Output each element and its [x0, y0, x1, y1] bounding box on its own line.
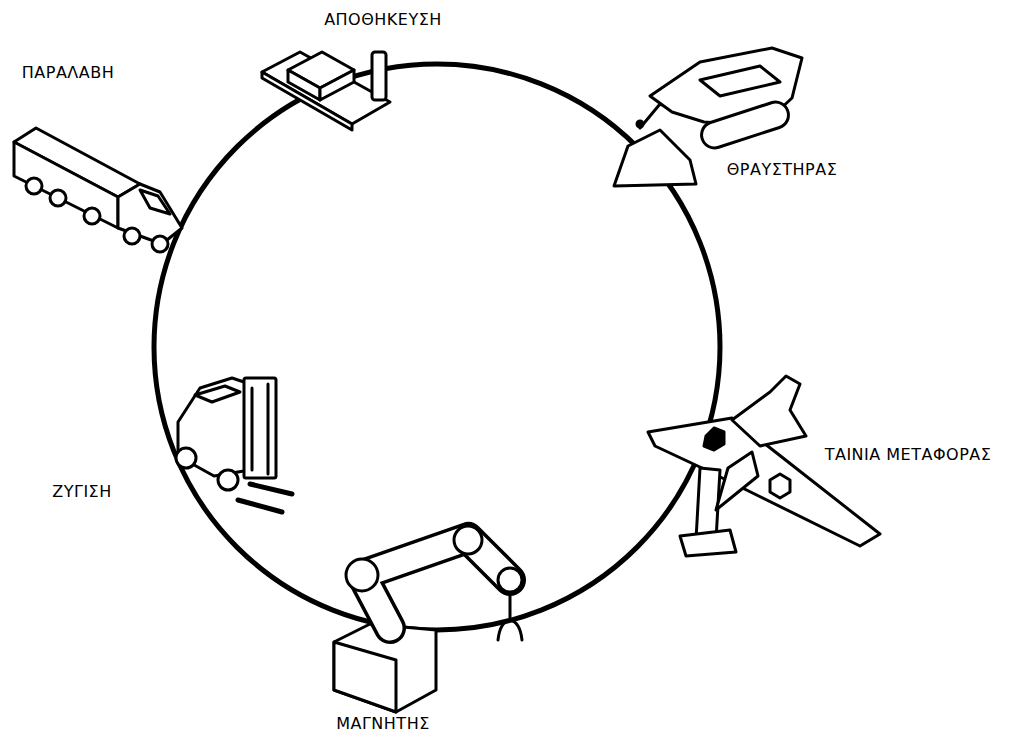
stage-label: ΠΑΡΑΛΑΒΗ [22, 63, 114, 82]
truck-icon [14, 128, 182, 252]
forklift-icon [176, 378, 292, 512]
storage-icon [262, 52, 390, 130]
stage-label: ΖΥΓΙΣΗ [52, 482, 112, 501]
stage-label: ΑΠΟΘΗΚΕΥΣΗ [324, 10, 442, 29]
magnet-arm-icon [334, 526, 522, 712]
stage-label: ΤΑΙΝΙΑ ΜΕΤΑΦΟΡΑΣ [825, 445, 992, 464]
stage-label: ΘΡΑΥΣΤΗΡΑΣ [727, 160, 838, 179]
stage-label: ΜΑΓΝΗΤΗΣ [336, 714, 430, 733]
conveyor-icon [648, 376, 880, 556]
cycle-ring [154, 64, 720, 630]
